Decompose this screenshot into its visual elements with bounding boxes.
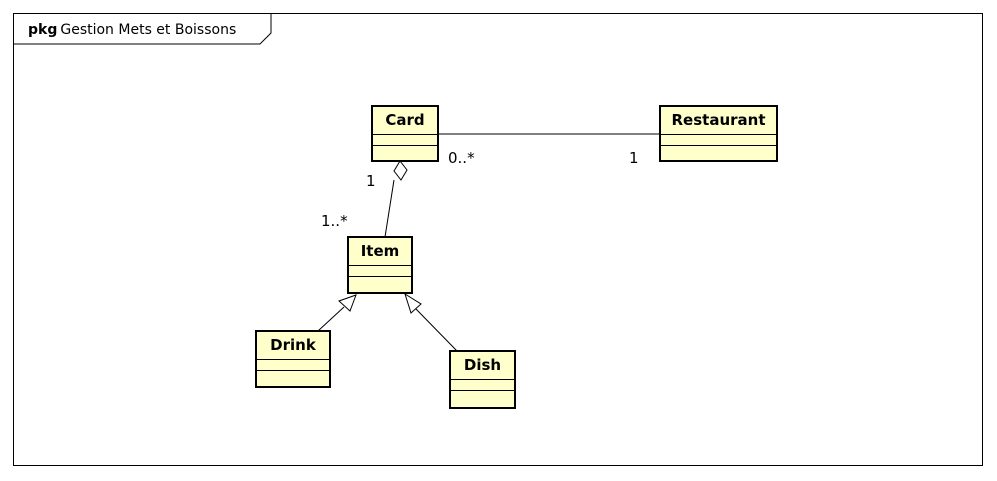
class-item-attributes: [349, 266, 411, 277]
class-drink-operations: [257, 371, 329, 386]
aggregation-diamond: [393, 160, 408, 181]
class-restaurant-name: Restaurant: [661, 107, 776, 135]
generalization-dish-item: [415, 308, 459, 353]
class-item-operations: [349, 277, 411, 292]
class-card-attributes: [373, 135, 437, 146]
class-restaurant-operations: [661, 146, 776, 160]
class-restaurant-attributes: [661, 135, 776, 146]
class-dish-operations: [451, 391, 514, 407]
multiplicity-card-item-card-end: 1: [366, 172, 376, 190]
class-item-name: Item: [349, 238, 411, 266]
package-tab-outline: [14, 14, 272, 45]
generalization-drink-item: [317, 306, 345, 332]
package-name: Gestion Mets et Boissons: [60, 22, 237, 38]
multiplicity-card-restaurant-card-end: 0..*: [448, 149, 475, 167]
class-card-name: Card: [373, 107, 437, 135]
class-card[interactable]: Card: [371, 105, 439, 162]
aggregation-card-item: [384, 179, 395, 238]
class-dish-attributes: [451, 380, 514, 391]
generalization-arrowhead-drink: [338, 294, 357, 312]
package-keyword: pkg: [28, 22, 58, 38]
multiplicity-card-item-item-end: 1..*: [321, 212, 348, 230]
class-dish-name: Dish: [451, 352, 514, 380]
class-dish[interactable]: Dish: [449, 350, 516, 409]
class-drink-attributes: [257, 360, 329, 371]
class-restaurant[interactable]: Restaurant: [659, 105, 778, 162]
class-drink-name: Drink: [257, 332, 329, 360]
generalization-arrowhead-dish: [404, 292, 422, 314]
class-drink[interactable]: Drink: [255, 330, 331, 388]
class-item[interactable]: Item: [347, 236, 413, 294]
multiplicity-card-restaurant-restaurant-end: 1: [629, 149, 639, 167]
class-card-operations: [373, 146, 437, 160]
